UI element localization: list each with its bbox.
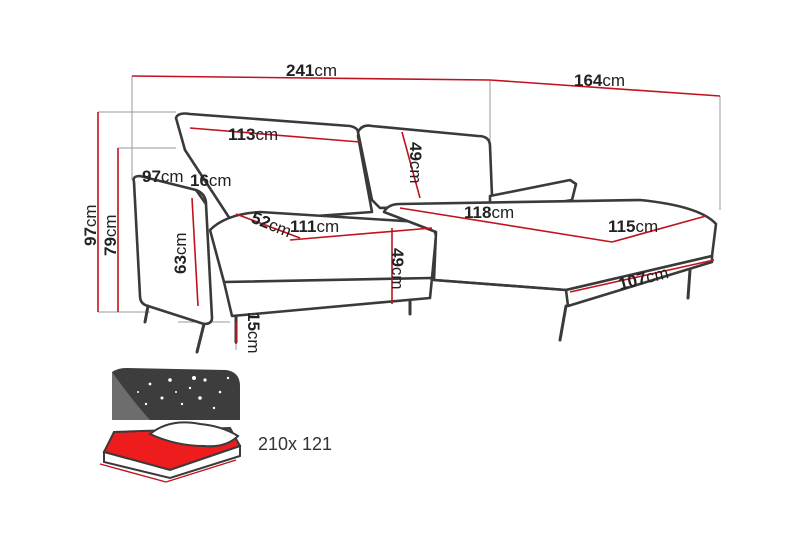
label-chaise-seat: 118cm: [464, 203, 514, 222]
label-total-width: 241cm: [286, 61, 337, 80]
star-dots: [137, 376, 230, 410]
dim-line-chaise-front: [611, 215, 707, 243]
dim-line-chaise-seat: [399, 207, 613, 243]
label-armrest-width: 16cm: [190, 171, 232, 190]
label-back-height: 79cm: [101, 214, 120, 256]
sleep-function-icon: [99, 368, 242, 483]
label-total-height: 97cm: [81, 204, 100, 246]
label-leg-height: 15cm: [244, 312, 263, 354]
bed-size-label: 210x 121: [258, 434, 332, 454]
dim-line-chaise-width: [569, 259, 715, 293]
dim-line-right-cushion: [401, 131, 421, 199]
label-seat-width: 111cm: [290, 217, 339, 236]
label-chaise-depth: 164cm: [574, 71, 625, 90]
dim-line-arm-height: [191, 197, 199, 307]
label-chaise-front: 115cm: [608, 217, 658, 236]
label-seat-height: 49cm: [388, 248, 407, 290]
dim-line-back-cushion: [189, 127, 361, 143]
label-back-cushion: 113cm: [228, 125, 278, 144]
dim-line-seat-width: [289, 227, 433, 241]
dimension-lines: [97, 75, 721, 344]
label-right-cushion: 49cm: [406, 142, 425, 184]
label-arm-height: 63cm: [171, 232, 190, 274]
dim-line-seat-depth: [235, 213, 301, 239]
dim-line-chaise-depth: [489, 79, 721, 97]
label-armrest-depth: 97cm: [142, 167, 184, 186]
dim-line-total-width: [131, 75, 491, 81]
sofa-legs: [143, 268, 692, 354]
